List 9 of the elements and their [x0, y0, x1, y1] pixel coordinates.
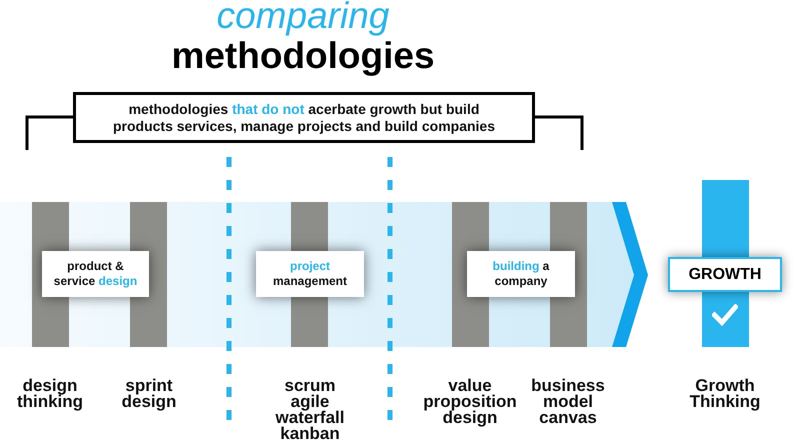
method-label: value proposition design — [423, 378, 517, 426]
method-label: scrum agile waterfall kanban — [276, 378, 344, 442]
title-text: comparing methodologies — [170, 0, 436, 76]
method-label: Growth Thinking — [690, 378, 760, 410]
text-box: GROWTH — [668, 257, 782, 292]
method-label: sprint design — [122, 378, 176, 410]
method-label: design thinking — [16, 378, 84, 410]
method-label: business model canvas — [531, 378, 605, 426]
text-box: methodologies that do not acerbate growth but build products services, manage projects and build companies — [73, 92, 535, 143]
